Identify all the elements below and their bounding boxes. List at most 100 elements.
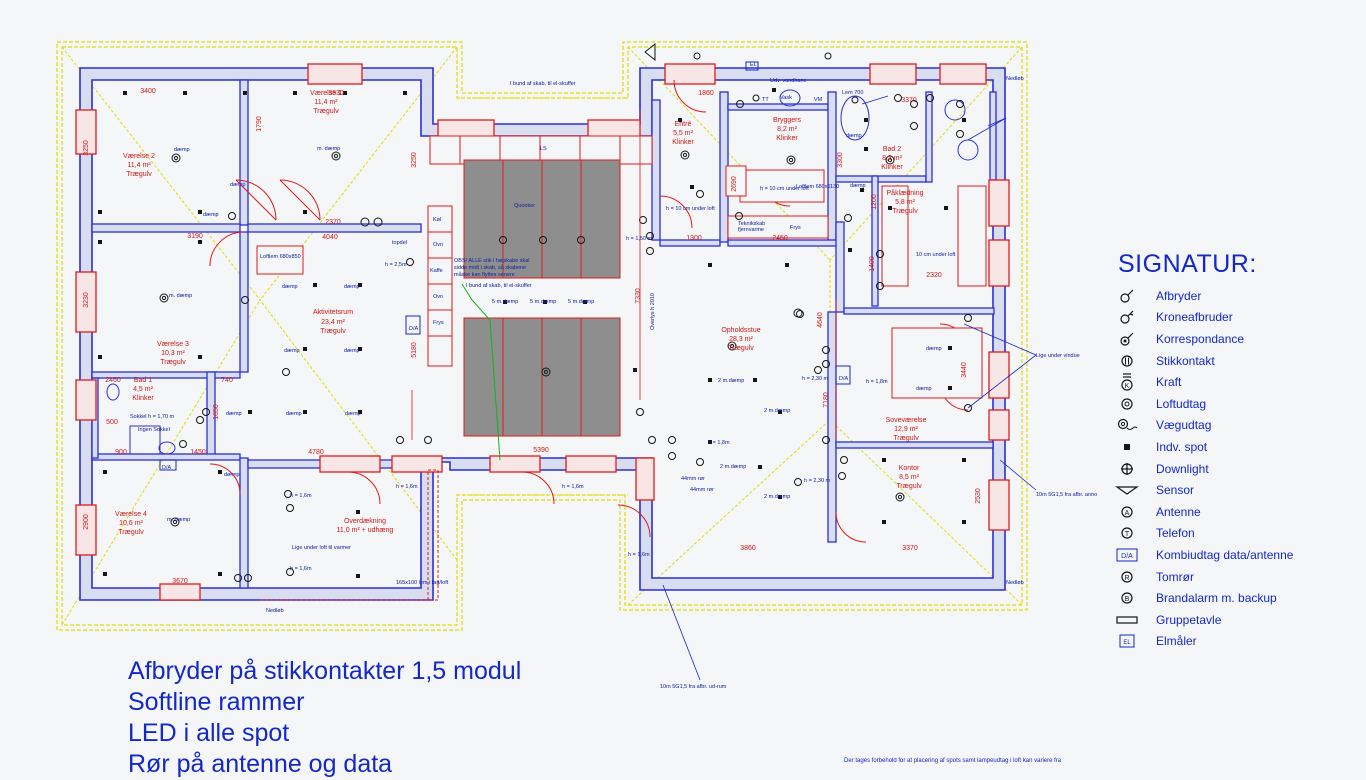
legend-label: Indv. spot (1156, 439, 1208, 454)
kitchen-cabinets (256, 135, 987, 399)
room-name-aktivitetsrum: Aktivitetsrum (313, 309, 353, 316)
annotation: m. dæmp (317, 146, 340, 152)
annotation: 2 m.dæmp (764, 408, 790, 414)
annotation: h = 1,6m (290, 493, 312, 499)
legend-item: R Tomrør (1110, 566, 1360, 588)
dim-label: 2460 (105, 377, 121, 384)
dim-label: 2530 (975, 488, 982, 504)
annotation: Teknikskab (738, 221, 765, 227)
note-line: Rør på antenne og data (128, 750, 393, 778)
room-area-vaerelse4: 10,6 m² (119, 520, 143, 527)
note-line: Softline rammer (128, 688, 305, 716)
room-area-vaerelse2: 11,4 m² (127, 162, 151, 169)
room-name-bad2: Bad 2 (883, 146, 901, 153)
dim-label: 1450 (190, 449, 206, 456)
annotation: h = 1,6m (562, 484, 584, 490)
korrespondance-icon (1110, 330, 1144, 348)
annotation: Nedløb (1006, 580, 1024, 586)
room-floor-entre: Klinker (672, 139, 694, 146)
annotation: D/A (839, 376, 849, 382)
dim-label: 1650 (213, 404, 220, 420)
room-floor-opholdsstue: Trægulv (728, 345, 754, 352)
legend-label: Korrespondance (1156, 331, 1245, 346)
brandalarm-icon: B (1110, 589, 1144, 607)
dim-label: 2450 (772, 235, 788, 242)
legend-label: Brandalarm m. backup (1156, 591, 1277, 606)
gruppetavle-icon (1110, 611, 1144, 629)
room-area-entre: 5,5 m² (673, 130, 694, 137)
legend-item: B Brandalarm m. backup (1110, 587, 1360, 609)
room-labels: Værelse 1 11,4 m² Trægulv Værelse 2 11,4… (115, 90, 926, 536)
dim-label: 740 (221, 377, 233, 384)
annotation: h = 2,30 m (802, 376, 829, 382)
dim-label: 1300 (686, 235, 702, 242)
tomror-icon: R (1110, 568, 1144, 586)
room-name-bad1: Bad 1 (134, 377, 152, 384)
door-swings (209, 79, 969, 543)
annotation: dæmp (286, 411, 302, 417)
cable-run (461, 283, 501, 461)
dim-label: 3670 (172, 578, 188, 585)
legend-item: Stikkontakt (1110, 350, 1360, 372)
room-area-opholdsstue: 28,3 m² (729, 336, 753, 343)
legend-label: Kraft (1156, 375, 1182, 390)
legend-label: Vægudtag (1156, 418, 1212, 433)
windows (75, 63, 1010, 601)
legend-label: Stikkontakt (1156, 353, 1215, 368)
room-floor-paklaedning: Trægulv (892, 208, 918, 215)
annotation: Lige under vindue (1036, 353, 1080, 359)
room-name-vaerelse1: Værelse 1 (310, 90, 342, 97)
elmaler-icon: EL (1110, 632, 1144, 650)
room-floor-bad2: Klinker (881, 164, 903, 171)
dim-label: 1400 (869, 256, 876, 272)
annotation: 44mm rør (681, 476, 705, 482)
dim-label: 2370 (325, 219, 341, 226)
downlight-icon (1110, 460, 1144, 478)
svg-text:T: T (1125, 531, 1130, 538)
telefon-icon: T (1110, 524, 1144, 542)
dim-label: 4040 (322, 234, 338, 241)
room-area-vaerelse1: 11,4 m² (314, 99, 338, 106)
legend-label: Loftudtag (1156, 396, 1207, 411)
annotation: dæmp (344, 348, 360, 354)
dim-label: 5390 (533, 447, 549, 454)
dim-label: 3400 (140, 88, 156, 95)
svg-text:B: B (1125, 596, 1130, 603)
annotation: dæmp (230, 182, 246, 188)
legend-item: EL Elmåler (1110, 631, 1360, 653)
annotation: Loftlem 680x850 (260, 254, 301, 260)
room-name-sovevaerelse: Soveværelse (886, 417, 927, 424)
dim-label: 3830 (328, 90, 344, 97)
dim-label: 7180 (823, 392, 830, 408)
annotation: Quooker (514, 203, 535, 209)
legend-label: Elmåler (1156, 634, 1197, 649)
room-area-paklaedning: 5,8 m² (895, 199, 916, 206)
dim-label: 3190 (187, 233, 203, 240)
annotation: 10m 5G1,5 fra afbr. ud-rum (660, 684, 727, 690)
annotation: 5 m.dæmp (492, 299, 518, 305)
annotation: m. dæmp (169, 293, 192, 299)
annotations: I bund af skab, til el-skuffer OBS! ALLE… (130, 62, 1097, 690)
annotation: Loftlem 680x1130 (796, 184, 839, 190)
disclaimer: Der tages forbehold for at placering af … (844, 758, 1062, 764)
note-line: LED i alle spot (128, 719, 290, 747)
legend-label: Kroneafbruder (1156, 310, 1233, 325)
annotation: OBS! ALLE stik i højskabe skal (454, 258, 530, 264)
dim-label: 5180 (411, 342, 418, 358)
annotation: EL (750, 62, 757, 68)
dimension-labels: 3400 3830 3250 1790 3250 2370 3190 4040 … (83, 88, 982, 585)
dim-label: 4640 (817, 312, 824, 328)
notes-block: Afbryder på stikkontakter 1,5 modul Soft… (128, 656, 521, 780)
annotation: 2 m.dæmp (718, 378, 744, 384)
annotation: måske kan flyttes senere (454, 271, 515, 278)
annotation: Udv. vandhane (770, 78, 807, 84)
annotation: sidde midt i skab, så skabene (454, 264, 526, 271)
loftudtag-icon (1110, 395, 1144, 413)
annotation: 2 m.dæmp (764, 494, 790, 500)
annotation: fjernvarme (738, 227, 764, 233)
svg-text:A: A (1125, 510, 1130, 517)
annotation: I bund af skab, til el-skuffer (510, 81, 576, 87)
room-area-bad1: 4,5 m² (133, 386, 154, 393)
annotation: h = 2,5m (385, 262, 407, 268)
